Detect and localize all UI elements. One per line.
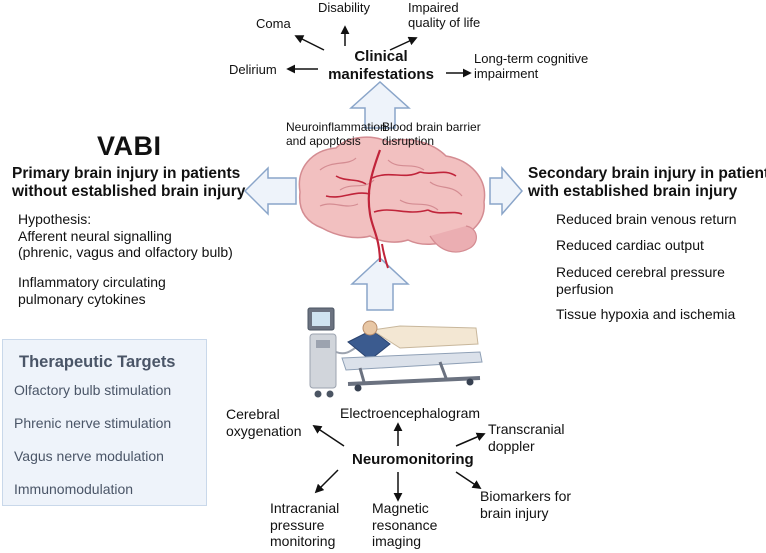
method-cerebral-oxygenation: Cerebral oxygenation: [226, 406, 302, 439]
primary-heading-line-2: without established brain injury: [12, 183, 246, 201]
outcome-disability: Disability: [318, 0, 371, 15]
outcome-impaired-quality: Impaired quality of life: [408, 0, 480, 31]
clinical-line-2: manifestations: [328, 65, 434, 83]
method-eeg: Electroencephalogram: [340, 405, 481, 421]
outcome-long-term-line-1: Long-term cognitive: [474, 51, 589, 66]
secondary-item-cardiac-output: Reduced cardiac output: [556, 237, 704, 253]
method-biomarkers: Biomarkers for brain injury: [480, 488, 571, 521]
method-line: Biomarkers for: [480, 488, 572, 504]
secondary-heading: Secondary brain injury in patients with …: [528, 165, 766, 202]
therapeutic-title: Therapeutic Targets: [19, 353, 176, 371]
block-arrow-left: [243, 166, 297, 216]
neuromonitoring-arrows: [312, 422, 486, 502]
bbb-disruption-label: Blood brain barrier disruption: [382, 120, 481, 148]
outcome-impaired-line-2: quality of life: [408, 15, 481, 31]
method-line: Cerebral: [226, 406, 280, 422]
secondary-item-venous-return: Reduced brain venous return: [556, 211, 737, 227]
block-arrow-up-top: [349, 80, 411, 129]
method-line: imaging: [372, 533, 422, 550]
secondary-item-cerebral-perfusion: Reduced cerebral pressure perfusion: [556, 264, 725, 297]
method-line: brain injury: [480, 504, 549, 521]
method-transcranial-doppler: Transcranial doppler: [488, 421, 565, 454]
primary-item-line: Afferent neural signalling: [18, 227, 172, 244]
outcome-coma: Coma: [256, 16, 291, 31]
method-line: pressure: [270, 516, 325, 533]
primary-item-line: (phrenic, vagus and olfactory bulb): [18, 244, 233, 261]
secondary-heading-line-2: with established brain injury: [528, 183, 738, 201]
primary-heading: Primary brain injury in patients without…: [12, 165, 245, 202]
outcome-delirium: Delirium: [229, 62, 277, 77]
page-title: VABI: [97, 131, 162, 161]
primary-item-line: Hypothesis:: [18, 211, 92, 227]
outcome-arrows: [286, 25, 472, 78]
primary-item-line: pulmonary cytokines: [18, 290, 146, 307]
primary-item-cytokines: Inflammatory circulating pulmonary cytok…: [18, 274, 166, 307]
method-line: monitoring: [270, 533, 336, 550]
primary-item-line: Inflammatory circulating: [18, 274, 166, 290]
secondary-item-line: Reduced cerebral pressure: [556, 264, 725, 280]
outcome-long-term-line-2: impairment: [474, 66, 539, 82]
bbb-line-2: disruption: [382, 134, 435, 149]
secondary-item-line: perfusion: [556, 280, 614, 297]
clinical-line-1: Clinical: [354, 48, 408, 65]
method-line: oxygenation: [226, 422, 302, 439]
primary-item-hypothesis: Hypothesis: Afferent neural signalling (…: [18, 211, 233, 261]
method-line: Transcranial: [488, 421, 565, 437]
method-line: doppler: [488, 437, 535, 454]
bbb-line-1: Blood brain barrier: [382, 120, 481, 134]
outcome-long-term: Long-term cognitive impairment: [474, 51, 588, 82]
therapeutic-targets-box: Therapeutic Targets Olfactory bulb stimu…: [2, 339, 207, 506]
block-arrow-up-bottom: [350, 256, 410, 311]
secondary-heading-line-1: Secondary brain injury in patients: [528, 165, 766, 182]
method-line: Intracranial: [270, 500, 340, 516]
therapeutic-item-phrenic: Phrenic nerve stimulation: [14, 415, 172, 431]
neuroinflammation-label: Neuroinflammation and apoptosis: [286, 120, 387, 148]
outcome-impaired-line-1: Impaired: [408, 0, 459, 15]
method-line: resonance: [372, 516, 438, 533]
primary-heading-line-1: Primary brain injury in patients: [12, 165, 241, 182]
clinical-manifestations-label: Clinical manifestations: [320, 48, 442, 83]
method-line: Magnetic: [372, 500, 429, 516]
method-mri: Magnetic resonance imaging: [372, 500, 437, 550]
neuromonitoring-label: Neuromonitoring: [352, 451, 474, 468]
ventilated-patient-illustration: [307, 307, 483, 398]
secondary-item-hypoxia: Tissue hypoxia and ischemia: [556, 306, 736, 322]
therapeutic-item-olfactory: Olfactory bulb stimulation: [14, 382, 172, 398]
therapeutic-item-vagus: Vagus nerve modulation: [14, 448, 164, 464]
therapeutic-item-immunomodulation: Immunomodulation: [14, 481, 134, 497]
neuro-line-2: and apoptosis: [286, 134, 361, 149]
block-arrow-right: [489, 165, 523, 217]
brain-illustration: [298, 136, 486, 269]
method-icp-monitoring: Intracranial pressure monitoring: [270, 500, 339, 550]
neuro-line-1: Neuroinflammation: [286, 120, 387, 134]
